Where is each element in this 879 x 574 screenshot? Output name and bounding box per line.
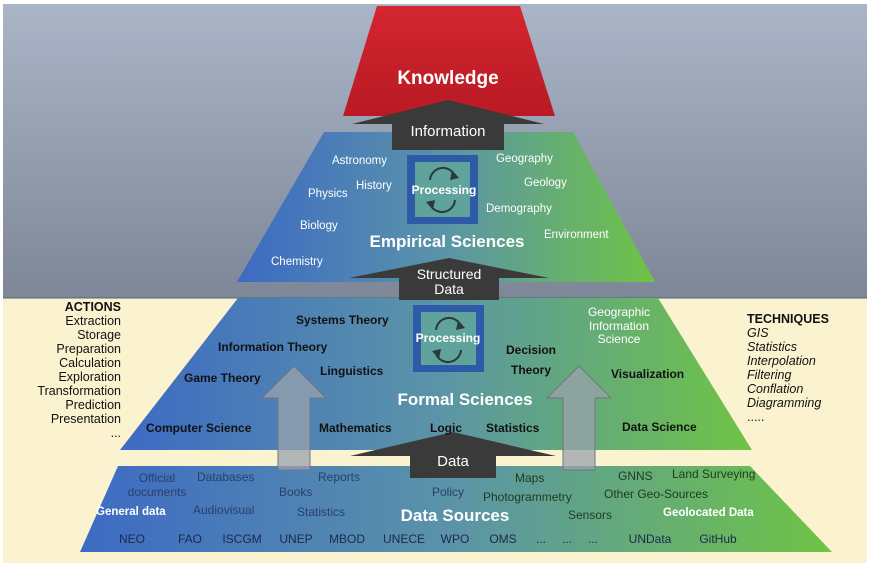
source-photogrammetry: Photogrammetry bbox=[483, 490, 572, 504]
formal-item-theory: Theory bbox=[511, 363, 551, 377]
org-wpo: WPO bbox=[441, 532, 470, 546]
source-maps: Maps bbox=[515, 471, 544, 485]
empirical-item-demography: Demography bbox=[486, 203, 552, 215]
empirical-item-geography: Geography bbox=[496, 153, 553, 165]
general-data-label: General data bbox=[96, 506, 166, 518]
data-arrow bbox=[350, 432, 556, 478]
formal-processing-label: Processing bbox=[416, 331, 481, 345]
action-item: ... bbox=[110, 426, 121, 440]
technique-item: Diagramming bbox=[747, 396, 822, 410]
technique-item: Interpolation bbox=[747, 354, 816, 368]
formal-item-decision: Decision bbox=[506, 343, 556, 357]
empirical-item-biology: Biology bbox=[300, 220, 338, 232]
org-fao: FAO bbox=[178, 532, 202, 546]
geolocated-data-label: Geolocated Data bbox=[663, 507, 754, 519]
empirical-item-chemistry: Chemistry bbox=[271, 256, 323, 268]
source-reports: Reports bbox=[318, 470, 360, 484]
technique-item: Filtering bbox=[747, 368, 792, 382]
formal-item-systems-theory: Systems Theory bbox=[296, 313, 389, 327]
techniques-list: TECHNIQUES GIS Statistics Interpolation … bbox=[747, 312, 872, 424]
action-item: Presentation bbox=[50, 412, 121, 426]
structured-data-label-2: Data bbox=[434, 281, 464, 297]
org-ellipsis-3: ... bbox=[588, 532, 598, 546]
structured-data-arrow bbox=[349, 258, 549, 300]
source-sensors: Sensors bbox=[568, 508, 612, 522]
knowledge-label: Knowledge bbox=[397, 68, 498, 89]
technique-item: Statistics bbox=[747, 340, 798, 354]
formal-item-visualization: Visualization bbox=[611, 367, 684, 381]
empirical-item-environment: Environment bbox=[544, 229, 609, 241]
geo-info-science-line-2: Information bbox=[589, 319, 649, 333]
empirical-item-astronomy: Astronomy bbox=[332, 155, 387, 167]
source-documents: documents bbox=[128, 485, 187, 499]
formal-processing-box bbox=[413, 305, 484, 372]
empirical-sciences-title: Empirical Sciences bbox=[370, 232, 525, 251]
org-neo: NEO bbox=[119, 532, 145, 546]
empirical-item-history: History bbox=[356, 180, 392, 192]
formal-item-information-theory: Information Theory bbox=[218, 340, 328, 354]
geo-info-science-line-1: Geographic bbox=[588, 305, 650, 319]
source-audiovisual: Audiovisual bbox=[193, 503, 254, 517]
source-gnns: GNNS bbox=[618, 469, 653, 483]
information-arrow bbox=[352, 100, 544, 150]
formal-item-computer-science: Computer Science bbox=[146, 421, 252, 435]
information-arrow-label: Information bbox=[410, 123, 485, 140]
action-item: Prediction bbox=[65, 398, 121, 412]
actions-list: ACTIONS Extraction Storage Preparation C… bbox=[6, 300, 121, 440]
org-github: GitHub bbox=[699, 532, 737, 546]
action-item: Storage bbox=[77, 328, 121, 342]
org-iscgm: ISCGM bbox=[222, 532, 261, 546]
left-transparent-arrow bbox=[260, 365, 328, 471]
data-sources-title: Data Sources bbox=[401, 506, 510, 525]
formal-item-linguistics: Linguistics bbox=[320, 364, 384, 378]
techniques-heading: TECHNIQUES bbox=[747, 312, 829, 326]
org-unep: UNEP bbox=[279, 532, 312, 546]
action-item: Preparation bbox=[56, 342, 121, 356]
action-item: Exploration bbox=[58, 370, 121, 384]
source-other-geo: Other Geo-Sources bbox=[604, 487, 708, 501]
org-ellipsis-2: ... bbox=[562, 532, 572, 546]
source-statistics: Statistics bbox=[297, 505, 345, 519]
structured-data-label-1: Structured bbox=[417, 266, 482, 282]
action-item: Extraction bbox=[65, 314, 121, 328]
knowledge-tier bbox=[343, 6, 555, 116]
source-books: Books bbox=[279, 485, 312, 499]
formal-item-statistics: Statistics bbox=[486, 421, 540, 435]
technique-item: Conflation bbox=[747, 382, 804, 396]
formal-item-logic: Logic bbox=[430, 421, 462, 435]
formal-item-mathematics: Mathematics bbox=[319, 421, 392, 435]
org-ellipsis-1: ... bbox=[536, 532, 546, 546]
data-sources-tier bbox=[80, 466, 832, 552]
source-land-surveying: Land Surveying bbox=[672, 467, 755, 481]
formal-item-game-theory: Game Theory bbox=[184, 371, 261, 385]
source-databases: Databases bbox=[197, 470, 254, 484]
empirical-processing-label: Processing bbox=[412, 183, 477, 197]
technique-item: GIS bbox=[747, 326, 769, 340]
geo-info-science-line-3: Science bbox=[598, 332, 641, 346]
right-transparent-arrow bbox=[545, 365, 613, 471]
org-oms: OMS bbox=[489, 532, 516, 546]
cycle-arrowhead-icon bbox=[450, 170, 459, 180]
formal-sciences-title: Formal Sciences bbox=[397, 390, 532, 409]
source-policy: Policy bbox=[432, 485, 464, 499]
action-item: Transformation bbox=[37, 384, 121, 398]
org-undata: UNData bbox=[629, 532, 672, 546]
empirical-processing-box bbox=[407, 155, 478, 224]
data-arrow-label: Data bbox=[437, 453, 469, 470]
action-item: Calculation bbox=[59, 356, 121, 370]
source-official: Official bbox=[139, 471, 175, 485]
actions-heading: ACTIONS bbox=[64, 300, 121, 314]
org-mbod: MBOD bbox=[329, 532, 365, 546]
empirical-item-geology: Geology bbox=[524, 177, 567, 189]
technique-item: ..... bbox=[747, 410, 765, 424]
formal-item-data-science: Data Science bbox=[622, 420, 697, 434]
empirical-item-physics: Physics bbox=[308, 188, 348, 200]
org-unece: UNECE bbox=[383, 532, 425, 546]
